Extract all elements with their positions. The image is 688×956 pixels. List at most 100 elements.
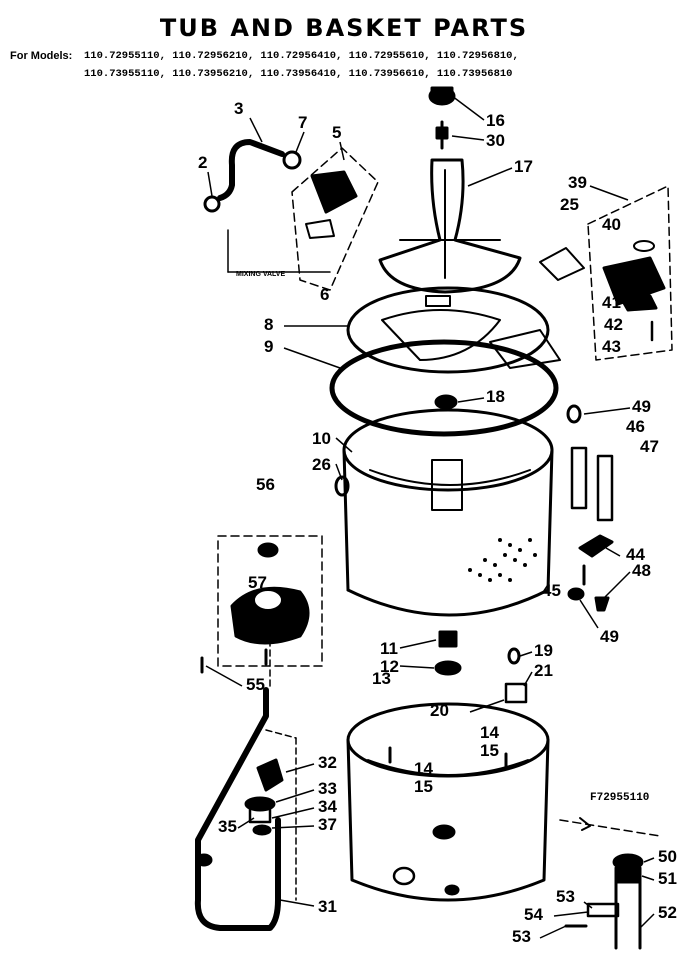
callout-56: 56 [256, 475, 275, 494]
weight-part-46 [570, 446, 588, 510]
callout-16: 16 [486, 111, 505, 130]
small-clip [579, 817, 591, 831]
washer-part-12 [434, 660, 462, 676]
callout-43: 43 [602, 337, 621, 356]
drawing-number: F72955110 [590, 792, 649, 804]
callout-41: 41 [602, 293, 621, 312]
leader-line-26 [335, 463, 343, 481]
callout-25: 25 [560, 195, 579, 214]
leader-line-33 [275, 789, 315, 803]
basket-perforations [468, 538, 537, 582]
callout-53: 53 [512, 927, 531, 946]
clamp-part-35 [195, 853, 213, 867]
callout-9: 9 [264, 337, 273, 356]
foot-part-48 [594, 596, 610, 612]
callout-20: 20 [430, 701, 449, 720]
leader-line-9 [283, 347, 341, 369]
callout-19: 19 [534, 641, 553, 660]
callout-10: 10 [312, 429, 331, 448]
callout-14: 14 [480, 723, 499, 742]
leader-line-49 [583, 407, 631, 415]
models-line-2: 110.73955110, 110.73956210, 110.73956410… [84, 68, 513, 80]
leader-line-44 [605, 547, 621, 557]
screws-part-14-15 [388, 746, 508, 770]
diagram-title: TUB AND BASKET PARTS [159, 14, 529, 42]
callout-39: 39 [568, 173, 587, 192]
leader-line-52 [639, 913, 655, 929]
callout-46: 46 [626, 417, 645, 436]
dashed-guide-1 [265, 729, 297, 739]
leader-line-50 [643, 857, 655, 863]
leader-line-21 [523, 671, 533, 687]
callout-labels: 3725616301739254041424389184910264647565… [198, 95, 677, 946]
callout-57: 57 [248, 573, 267, 592]
callout-50: 50 [658, 847, 677, 866]
callout-49: 49 [600, 627, 619, 646]
leader-line-53 [539, 925, 567, 939]
leader-line-39 [589, 185, 629, 201]
nut-part-11 [438, 630, 458, 648]
leader-line-53 [583, 901, 593, 909]
callout-3: 3 [234, 99, 243, 118]
fastener-part-26 [334, 475, 350, 497]
leader-line-34 [271, 807, 315, 819]
mixing-valve-label: MIXING VALVE [236, 271, 285, 278]
leader-line-5 [339, 141, 345, 161]
seal-part-18 [434, 394, 458, 410]
callout-53: 53 [556, 887, 575, 906]
leader-line-32 [285, 763, 315, 773]
callout-12: 12 [380, 657, 399, 676]
callout-2: 2 [198, 153, 207, 172]
tub-cover-part-8 [346, 286, 561, 374]
coupling-parts-33-34-37 [244, 796, 276, 836]
callout-33: 33 [318, 779, 337, 798]
leader-line-17 [467, 167, 513, 187]
callout-18: 18 [486, 387, 505, 406]
screw-part-19 [507, 647, 521, 665]
basket-part-10 [342, 408, 554, 617]
callout-14: 14 [414, 759, 433, 778]
agitator-part-17 [378, 158, 522, 294]
callout-11: 11 [380, 639, 398, 658]
callout-8: 8 [264, 315, 273, 334]
leader-line-48 [603, 571, 631, 599]
callout-37: 37 [318, 815, 337, 834]
callout-13: 13 [372, 669, 391, 688]
agitator-bolt-part-30 [435, 120, 449, 150]
leader-line-2 [207, 171, 213, 197]
bracket-part-49 [566, 404, 582, 424]
models-line-1: 110.72955110, 110.72956210, 110.72956410… [84, 50, 519, 62]
leader-line-19 [519, 651, 533, 657]
drain-cap-parts-50-51 [612, 853, 644, 884]
leader-line-51 [641, 875, 655, 881]
callout-21: 21 [534, 661, 553, 680]
callout-45: 45 [542, 581, 561, 600]
leader-line-10 [335, 437, 353, 453]
callout-48: 48 [632, 561, 651, 580]
leader-line-35 [237, 817, 255, 829]
callout-17: 17 [514, 157, 533, 176]
callout-40: 40 [602, 215, 621, 234]
leader-line-16 [451, 95, 485, 121]
cap-part-21 [504, 682, 528, 704]
drain-elbow-parts-53-54 [564, 902, 620, 928]
callout-35: 35 [218, 817, 237, 836]
callout-5: 5 [332, 123, 341, 142]
callout-6: 6 [320, 285, 329, 304]
leader-line-3 [249, 117, 263, 143]
callout-31: 31 [318, 897, 337, 916]
agitator-cap-part-16 [428, 86, 456, 106]
callout-34: 34 [318, 797, 337, 816]
leader-line-12 [399, 665, 435, 669]
callout-15: 15 [480, 741, 499, 760]
callout-44: 44 [626, 545, 645, 564]
callout-32: 32 [318, 753, 337, 772]
leader-line-7 [295, 131, 305, 153]
leader-line-31 [279, 899, 315, 907]
drain-dashed-line [559, 819, 661, 837]
callout-51: 51 [658, 869, 677, 888]
callout-26: 26 [312, 455, 331, 474]
leader-line-49 [579, 599, 599, 629]
outer-tub-part-13 [346, 702, 550, 902]
